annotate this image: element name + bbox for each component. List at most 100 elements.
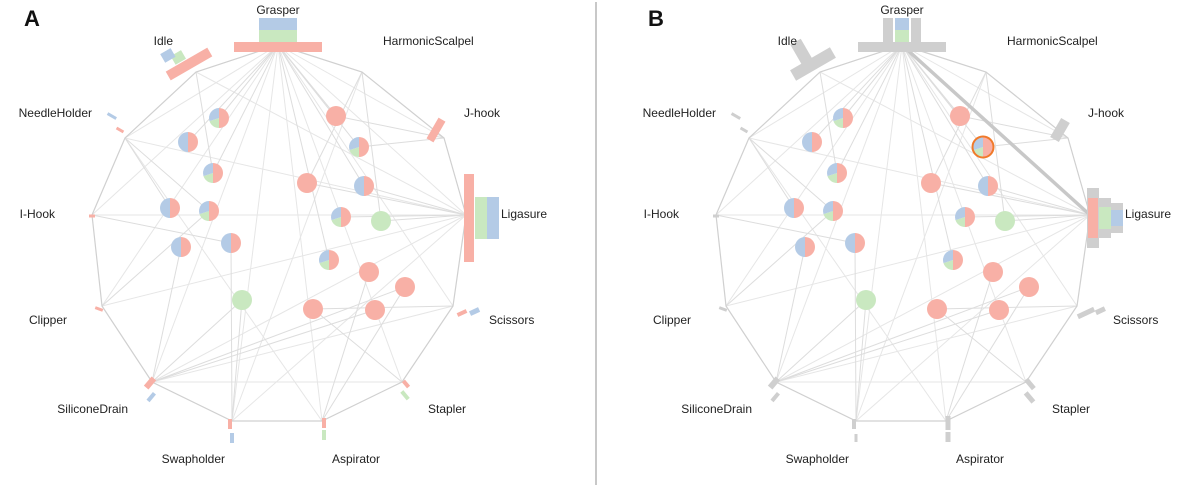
tool-bar — [945, 416, 951, 442]
graph-edge — [775, 214, 1091, 383]
tool-bar — [713, 214, 719, 218]
pie-slice — [349, 147, 359, 157]
pie-slice — [232, 290, 252, 310]
tool-bar — [426, 117, 446, 143]
tool-bar-segment — [1111, 210, 1123, 226]
tool-label-swapholder: Swapholder — [162, 452, 225, 466]
node-pie — [209, 108, 229, 128]
graph-edge — [725, 210, 834, 307]
tool-label-grasper: Grasper — [256, 3, 299, 17]
pie-slice — [794, 198, 804, 218]
pie-slice — [199, 201, 209, 215]
tool-bar-segment — [322, 430, 326, 440]
edges-b — [715, 43, 1092, 422]
pie-slice — [354, 176, 364, 196]
tool-label-harmonicscalpel: HarmonicScalpel — [1007, 34, 1098, 48]
graph-edge — [901, 44, 984, 148]
panel-a: A Grasper HarmonicScalpel J-hook Ligasur… — [19, 3, 548, 466]
pie-slice — [833, 201, 843, 221]
tool-bar-segment — [770, 391, 780, 403]
pie-slice — [988, 176, 998, 196]
tool-label-clipper: Clipper — [29, 313, 67, 327]
tool-bar-segment — [1076, 306, 1096, 320]
tool-bar — [94, 306, 104, 312]
graph-edge — [361, 71, 382, 222]
pie-slice — [942, 250, 953, 264]
pie-slice — [395, 277, 415, 297]
tool-bar-segment — [854, 434, 858, 442]
tool-label-scissors: Scissors — [489, 313, 534, 327]
graph-edge — [277, 44, 323, 422]
graph-edge — [959, 115, 1069, 139]
graph-edge — [945, 271, 994, 422]
pie-slice — [983, 262, 1003, 282]
node-pie — [221, 233, 241, 253]
graph-edge — [340, 214, 467, 218]
tool-polygon — [91, 44, 467, 422]
tool-bar-segment — [115, 126, 125, 134]
node-pie — [319, 250, 339, 270]
tool-bar — [228, 419, 234, 443]
tool-bar — [852, 419, 858, 442]
graph-edge — [775, 299, 867, 383]
tool-bar-segment — [739, 126, 749, 134]
graph-edge — [748, 137, 1091, 216]
pie-slice — [319, 260, 329, 270]
graph-edge — [748, 137, 947, 422]
tool-bar-segment — [234, 42, 322, 52]
node-pie — [371, 211, 391, 231]
panel-label-b: B — [648, 6, 664, 31]
node-pie — [178, 132, 198, 152]
tool-bar-segment — [487, 197, 499, 239]
tool-bar-segment — [456, 309, 468, 317]
tool-polygon — [715, 44, 1091, 422]
tool-label-i-hook: I-Hook — [644, 207, 680, 221]
graph-edge — [277, 44, 365, 187]
node-pie — [331, 207, 351, 227]
pie-slice — [955, 207, 965, 221]
graph-edge — [725, 44, 903, 307]
tool-bar-segment — [1088, 198, 1098, 238]
tool-bar-segment — [1023, 391, 1036, 404]
tool-bar-segment — [790, 38, 815, 69]
graph-edge — [277, 44, 330, 261]
polygon-b — [715, 44, 1091, 422]
graph-edge — [187, 44, 279, 143]
node-pie — [827, 163, 847, 183]
tool-bar-segment — [911, 18, 921, 48]
graph-edge — [985, 71, 1006, 222]
node-pie — [326, 106, 346, 126]
tool-bar-segment — [146, 391, 156, 403]
tool-bar-segment — [1050, 117, 1070, 143]
pie-slice — [359, 262, 379, 282]
tool-bar-segment — [426, 117, 446, 143]
pie-slice — [209, 108, 219, 122]
pie-slice — [989, 300, 1009, 320]
graph-edge — [306, 182, 467, 216]
graph-edge — [725, 214, 1091, 307]
graph-edge — [151, 214, 467, 383]
pie-slice — [319, 250, 329, 264]
node-pie — [354, 176, 374, 196]
pie-slice — [160, 198, 170, 218]
pies-a — [160, 106, 415, 320]
tool-bar — [456, 307, 481, 317]
graph-edge — [151, 246, 182, 383]
graph-edge — [930, 182, 1091, 216]
tool-bar — [1023, 377, 1036, 404]
polygon-a — [91, 44, 467, 422]
pie-slice — [823, 201, 833, 215]
graph-edge — [819, 71, 838, 174]
tool-bar — [730, 112, 749, 134]
pie-slice — [341, 207, 351, 227]
node-pie — [203, 163, 223, 183]
graph-edge — [715, 214, 856, 244]
pie-slice — [231, 233, 241, 253]
pie-slice — [973, 147, 983, 157]
tool-bar — [790, 38, 836, 81]
edges-a — [91, 44, 467, 422]
graph-edge — [854, 242, 857, 422]
tool-bar — [464, 174, 499, 262]
node-pie — [942, 250, 963, 270]
tool-bar-segment — [89, 214, 95, 218]
